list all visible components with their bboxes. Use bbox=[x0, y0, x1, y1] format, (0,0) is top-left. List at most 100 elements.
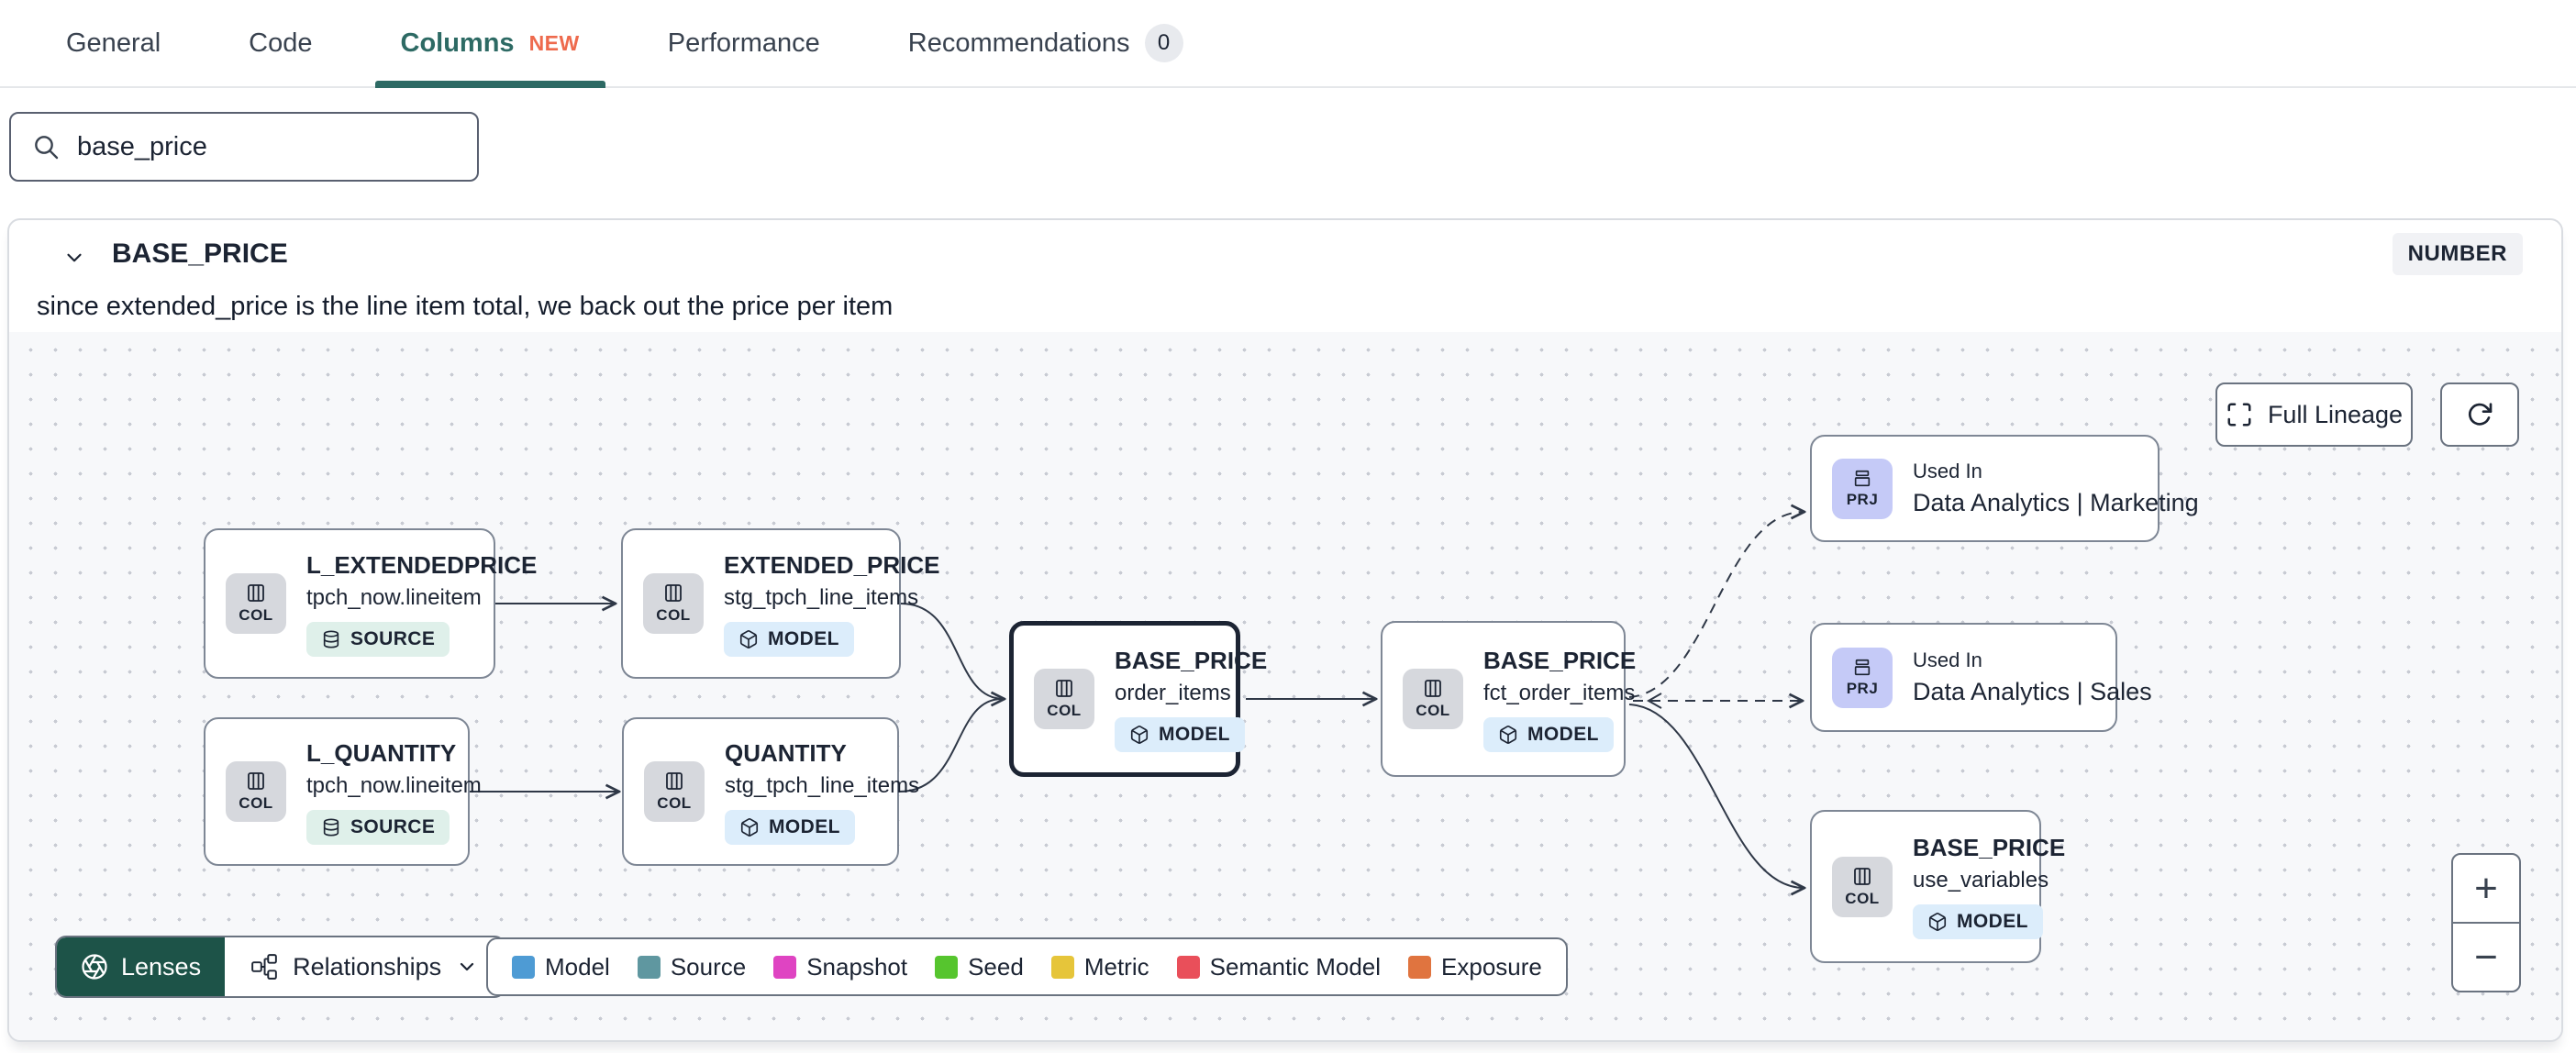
tab-performance[interactable]: Performance bbox=[668, 0, 820, 86]
tab-code-label: Code bbox=[249, 28, 313, 58]
legend-label: Model bbox=[545, 952, 610, 981]
column-type-badge: NUMBER bbox=[2392, 233, 2523, 275]
cube-icon bbox=[1130, 725, 1149, 744]
node-title: Data Analytics | Marketing bbox=[1913, 489, 2199, 516]
node-subtitle: stg_tpch_line_items bbox=[725, 772, 920, 798]
exposure-swatch bbox=[1408, 955, 1432, 979]
tab-general[interactable]: General bbox=[66, 0, 161, 86]
column-card-header: BASE_PRICE NUMBER bbox=[9, 233, 2561, 284]
node-subtitle: stg_tpch_line_items bbox=[724, 584, 919, 610]
tab-columns-label: Columns bbox=[400, 28, 515, 58]
legend-item-metric: Metric bbox=[1050, 952, 1149, 981]
model-badge: MODEL bbox=[1913, 904, 2043, 939]
node-subtitle: use_variables bbox=[1913, 868, 2049, 892]
node-body: BASE_PRICE order_items MODEL bbox=[1115, 647, 1267, 752]
node-l-quantity[interactable]: COL L_QUANTITY tpch_now.lineitem SOURCE bbox=[204, 717, 482, 866]
node-extended-price[interactable]: COL EXTENDED_PRICE stg_tpch_line_items M… bbox=[621, 528, 940, 679]
archive-icon bbox=[1854, 470, 1871, 486]
legend-label: Semantic Model bbox=[1209, 952, 1382, 981]
node-exposure-sales[interactable]: PRJ Used In Data Analytics | Sales bbox=[1810, 623, 2152, 732]
tab-recommendations-label: Recommendations bbox=[907, 28, 1130, 58]
cube-icon bbox=[740, 817, 759, 837]
legend-label: Metric bbox=[1083, 952, 1149, 981]
tab-general-label: General bbox=[66, 28, 161, 58]
legend-item-seed: Seed bbox=[935, 953, 1024, 981]
legend-item-exposure: Exposure bbox=[1408, 953, 1542, 981]
cube-icon bbox=[739, 629, 758, 648]
tab-performance-label: Performance bbox=[667, 28, 820, 58]
database-icon bbox=[323, 629, 339, 648]
full-lineage-button[interactable]: Full Lineage bbox=[2215, 382, 2413, 447]
lineage-canvas[interactable]: COL L_EXTENDEDPRICE tpch_now.lineitem SO… bbox=[9, 332, 2561, 1040]
lenses-button[interactable]: Lenses bbox=[57, 937, 226, 996]
node-quantity[interactable]: COL QUANTITY stg_tpch_line_items MODEL bbox=[622, 717, 919, 866]
tab-recommendations[interactable]: Recommendations 0 bbox=[908, 0, 1183, 86]
new-badge: NEW bbox=[528, 30, 580, 55]
column-search[interactable] bbox=[9, 112, 479, 182]
aperture-icon bbox=[82, 954, 107, 980]
lineage-edges bbox=[470, 332, 2561, 1040]
badge-label: MODEL bbox=[768, 627, 839, 649]
node-title: L_QUANTITY bbox=[306, 738, 457, 767]
node-body: EXTENDED_PRICE stg_tpch_line_items MODEL bbox=[724, 551, 940, 657]
node-title: BASE_PRICE bbox=[1483, 646, 1637, 674]
semantic-model-swatch bbox=[1176, 955, 1200, 979]
chip-label: COL bbox=[1047, 702, 1082, 719]
chip-label: PRJ bbox=[1846, 490, 1879, 508]
tab-code[interactable]: Code bbox=[249, 0, 312, 86]
zoom-out-button[interactable]: − bbox=[2474, 934, 2498, 980]
search-input[interactable] bbox=[77, 131, 457, 162]
columns-icon bbox=[1425, 680, 1441, 697]
snapshot-swatch bbox=[773, 955, 797, 979]
column-chip: COL bbox=[643, 573, 704, 634]
node-base-price-order-items[interactable]: COL BASE_PRICE order_items MODEL bbox=[1009, 621, 1267, 777]
used-in-label: Used In bbox=[1913, 460, 1982, 482]
columns-icon bbox=[666, 772, 683, 790]
search-icon bbox=[35, 136, 59, 160]
lenses-toolbar: Lenses Relationships bbox=[55, 936, 506, 998]
node-body: L_EXTENDEDPRICE tpch_now.lineitem SOURCE bbox=[306, 551, 537, 657]
chip-label: COL bbox=[239, 606, 273, 624]
node-title: L_EXTENDEDPRICE bbox=[306, 550, 538, 579]
project-chip: PRJ bbox=[1832, 647, 1893, 708]
node-type-legend: Model Source Snapshot Seed Metric Semant… bbox=[486, 937, 1568, 996]
relationships-label: Relationships bbox=[293, 952, 442, 981]
badge-label: MODEL bbox=[1159, 723, 1230, 745]
node-exposure-marketing[interactable]: PRJ Used In Data Analytics | Marketing bbox=[1810, 435, 2199, 542]
legend-item-model: Model bbox=[512, 953, 610, 981]
column-description: since extended_price is the line item to… bbox=[37, 292, 894, 321]
legend-item-source: Source bbox=[637, 952, 747, 981]
node-base-price-use-variables[interactable]: COL BASE_PRICE use_variables MODEL bbox=[1810, 810, 2065, 963]
columns-icon bbox=[1854, 867, 1871, 885]
legend-label: Source bbox=[670, 952, 747, 981]
tab-columns[interactable]: Columns NEW bbox=[374, 0, 606, 88]
node-base-price-fct-order-items[interactable]: COL BASE_PRICE fct_order_items MODEL bbox=[1381, 621, 1636, 777]
collapse-chevron-icon[interactable] bbox=[62, 246, 86, 270]
model-badge: MODEL bbox=[1483, 716, 1614, 752]
chip-label: COL bbox=[1416, 702, 1450, 719]
refresh-button[interactable] bbox=[2440, 382, 2519, 447]
chip-label: COL bbox=[1845, 889, 1880, 907]
chip-label: COL bbox=[239, 794, 273, 812]
source-badge: SOURCE bbox=[306, 809, 450, 845]
archive-icon bbox=[1854, 659, 1871, 675]
full-lineage-label: Full Lineage bbox=[2267, 400, 2404, 428]
column-card: BASE_PRICE NUMBER since extended_price i… bbox=[7, 218, 2563, 1042]
node-l-extendedprice[interactable]: COL L_EXTENDEDPRICE tpch_now.lineitem SO… bbox=[204, 528, 537, 679]
column-chip: COL bbox=[226, 573, 286, 634]
node-title: BASE_PRICE bbox=[1115, 646, 1268, 674]
lenses-label: Lenses bbox=[121, 952, 202, 981]
node-body: Used In Data Analytics | Marketing bbox=[1913, 460, 2199, 517]
zoom-in-button[interactable]: + bbox=[2453, 855, 2519, 924]
column-chip: COL bbox=[226, 761, 286, 822]
column-chip: COL bbox=[644, 761, 705, 822]
badge-label: MODEL bbox=[769, 815, 840, 837]
used-in-label: Used In bbox=[1913, 648, 1982, 671]
relationships-dropdown[interactable]: Relationships bbox=[225, 937, 505, 996]
zoom-controls: + − bbox=[2451, 853, 2521, 992]
node-subtitle: fct_order_items bbox=[1483, 680, 1636, 705]
column-name: BASE_PRICE bbox=[112, 238, 288, 269]
model-badge: MODEL bbox=[1115, 716, 1245, 752]
model-swatch bbox=[512, 955, 535, 979]
legend-label: Exposure bbox=[1441, 952, 1542, 981]
